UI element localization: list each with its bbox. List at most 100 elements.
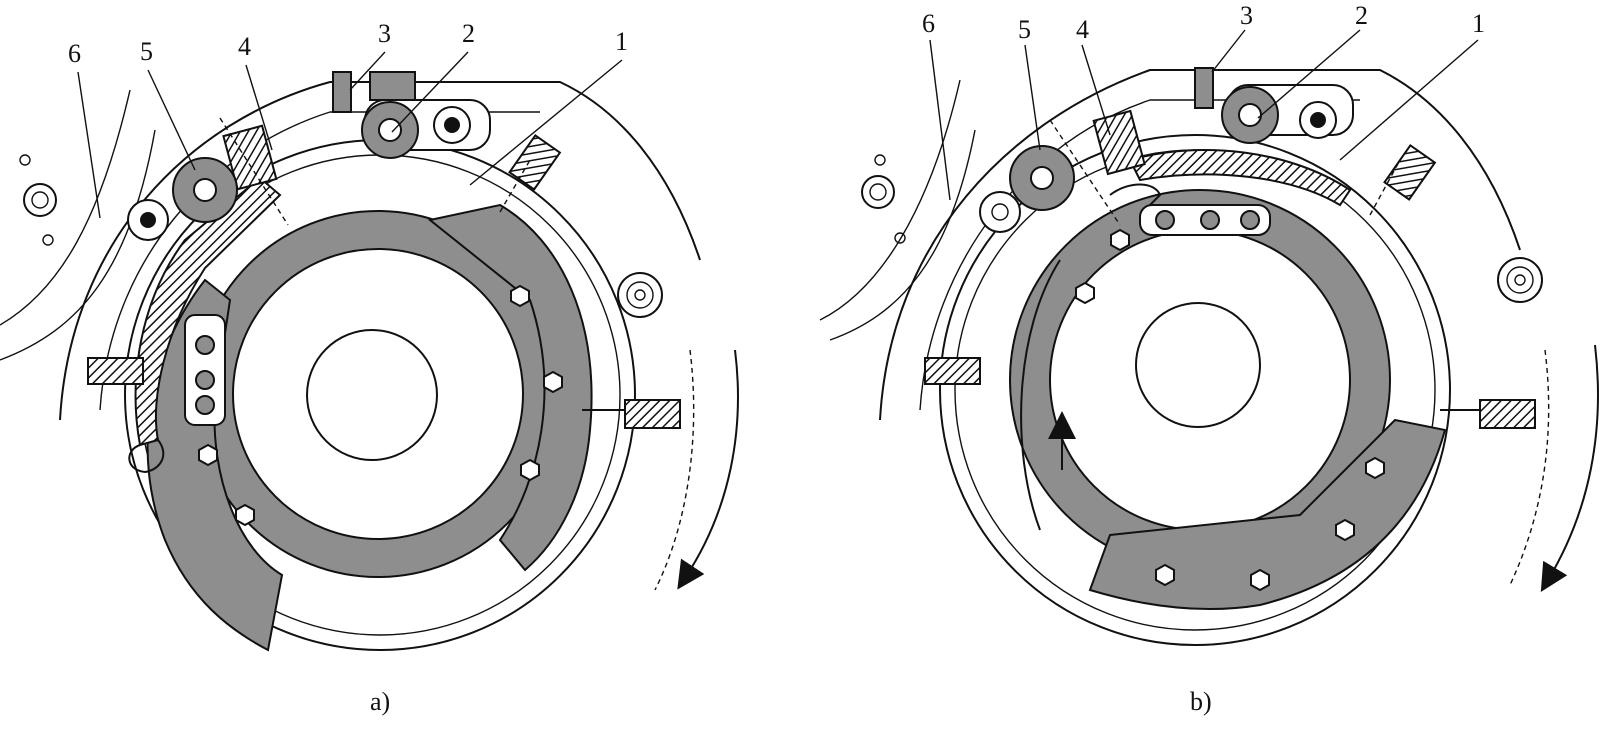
- slot-bolt-b-1: [1155, 210, 1175, 230]
- block-3-left: [332, 71, 352, 113]
- rotor-bore-outer-b: [1049, 229, 1351, 531]
- shoe-bottom-b: [1088, 418, 1447, 611]
- dash-line-b-1: [1049, 119, 1121, 226]
- hex-bolt-b-5: [1250, 568, 1270, 592]
- callout-b-6: 6: [922, 9, 935, 38]
- spring-left-core-b: [869, 183, 887, 201]
- housing-outer-ring-b: [939, 134, 1451, 646]
- inner-return-arc: [1020, 259, 1061, 531]
- callout-b-3: 3: [1240, 1, 1253, 30]
- slot-bolt-b-3: [1240, 210, 1260, 230]
- shoe-right: [427, 203, 593, 572]
- callout-b-1: 1: [1472, 9, 1485, 38]
- spring-right: [617, 272, 663, 318]
- caption-b: b): [1190, 687, 1212, 716]
- callout-a-2: 2: [462, 19, 475, 48]
- panel-b: 1 2 3 4 5 6 b): [819, 1, 1599, 716]
- pin-left-b-b: [894, 232, 906, 244]
- dash-line-1: [219, 117, 289, 226]
- block-upper-right: [508, 133, 562, 191]
- leader-2a: [391, 51, 469, 133]
- leader-3a: [349, 51, 386, 91]
- idler-small-b: [979, 191, 1021, 233]
- idler-small-core-b: [991, 203, 1009, 221]
- dash-line-2: [499, 159, 531, 213]
- dash-line-b-3: [1509, 349, 1550, 586]
- strap-hatched: [134, 176, 282, 447]
- idler-small-core: [140, 212, 156, 228]
- pin-left-b: [42, 234, 54, 246]
- callout-b-2: 2: [1355, 1, 1368, 30]
- spring-right-b: [1497, 257, 1543, 303]
- hook-b: [1109, 183, 1162, 206]
- hex-bolt-2: [543, 370, 563, 394]
- callout-a-6: 6: [68, 39, 81, 68]
- leader-5b: [1024, 44, 1041, 151]
- roller-5-core: [193, 178, 217, 202]
- roller-2-core-b: [1238, 103, 1262, 127]
- hex-bolt-4: [235, 503, 255, 527]
- rotation-arrow-b: [1540, 344, 1599, 593]
- spring-right-mid: [626, 281, 654, 309]
- frame-inner-arc: [99, 111, 540, 411]
- dash-line-b-2: [1369, 159, 1401, 216]
- leader-1a: [469, 59, 623, 186]
- block-3-right: [369, 71, 416, 101]
- strap-hook: [128, 439, 165, 474]
- leader-4b: [1081, 44, 1111, 136]
- block-side-left: [87, 357, 144, 385]
- slot-bolt-2: [195, 370, 215, 390]
- leader-6a: [77, 71, 101, 219]
- band-line-outer-b: [819, 79, 961, 321]
- roller-5-core-b: [1030, 166, 1054, 190]
- leader-1b: [1339, 39, 1479, 161]
- caption-a: a): [370, 687, 390, 716]
- callout-b-5: 5: [1018, 15, 1031, 44]
- hex-bolt-b-3: [1365, 456, 1385, 480]
- leader-5a: [147, 69, 196, 171]
- strap-hatched-b: [1128, 149, 1352, 207]
- callout-a-4: 4: [238, 32, 251, 61]
- dash-line-3: [654, 349, 695, 591]
- spring-right-mid-b: [1506, 266, 1534, 294]
- leader-3b: [1211, 29, 1246, 73]
- block-side-right-b: [1479, 399, 1536, 429]
- spring-left: [23, 183, 57, 217]
- block-3-left-b: [1194, 67, 1214, 109]
- pivot-top-core-b: [1310, 112, 1326, 128]
- callout-b-4: 4: [1076, 15, 1089, 44]
- hex-bolt-b-1: [1110, 228, 1130, 252]
- leader-6b: [929, 39, 951, 201]
- band-line-inner-b: [829, 129, 976, 341]
- rotation-arrow-a: [677, 349, 739, 590]
- block-side-left-b: [924, 357, 981, 385]
- frame-arc: [59, 81, 701, 421]
- spring-left-core: [31, 191, 49, 209]
- hex-bolt-b-4: [1335, 518, 1355, 542]
- panel-a: 1 2 3 4 5 6 a): [0, 19, 739, 716]
- callout-a-5: 5: [140, 37, 153, 66]
- pivot-top-core: [444, 117, 460, 133]
- pin-left-a: [19, 154, 31, 166]
- band-line-inner: [0, 129, 156, 361]
- hex-bolt-3: [520, 458, 540, 482]
- rotor-hub: [306, 329, 438, 461]
- rotor-hub-b: [1135, 302, 1261, 428]
- spring-right-core-b: [1514, 274, 1526, 286]
- rotor-bore-outer: [232, 248, 524, 540]
- block-upper-right-b: [1383, 143, 1437, 201]
- hex-bolt-b-2: [1075, 281, 1095, 305]
- pin-left-b-a: [874, 154, 886, 166]
- slot-bolt-b-2: [1200, 210, 1220, 230]
- leader-4a: [245, 64, 273, 151]
- spring-left-b: [861, 175, 895, 209]
- slot-bolt-3: [195, 395, 215, 415]
- hex-bolt-1: [510, 284, 530, 308]
- callout-a-3: 3: [378, 19, 391, 48]
- block-4-b: [1092, 109, 1146, 176]
- block-side-right: [624, 399, 681, 429]
- hex-bolt-b-6: [1155, 563, 1175, 587]
- slot-bolt-1: [195, 335, 215, 355]
- spring-right-core: [634, 289, 646, 301]
